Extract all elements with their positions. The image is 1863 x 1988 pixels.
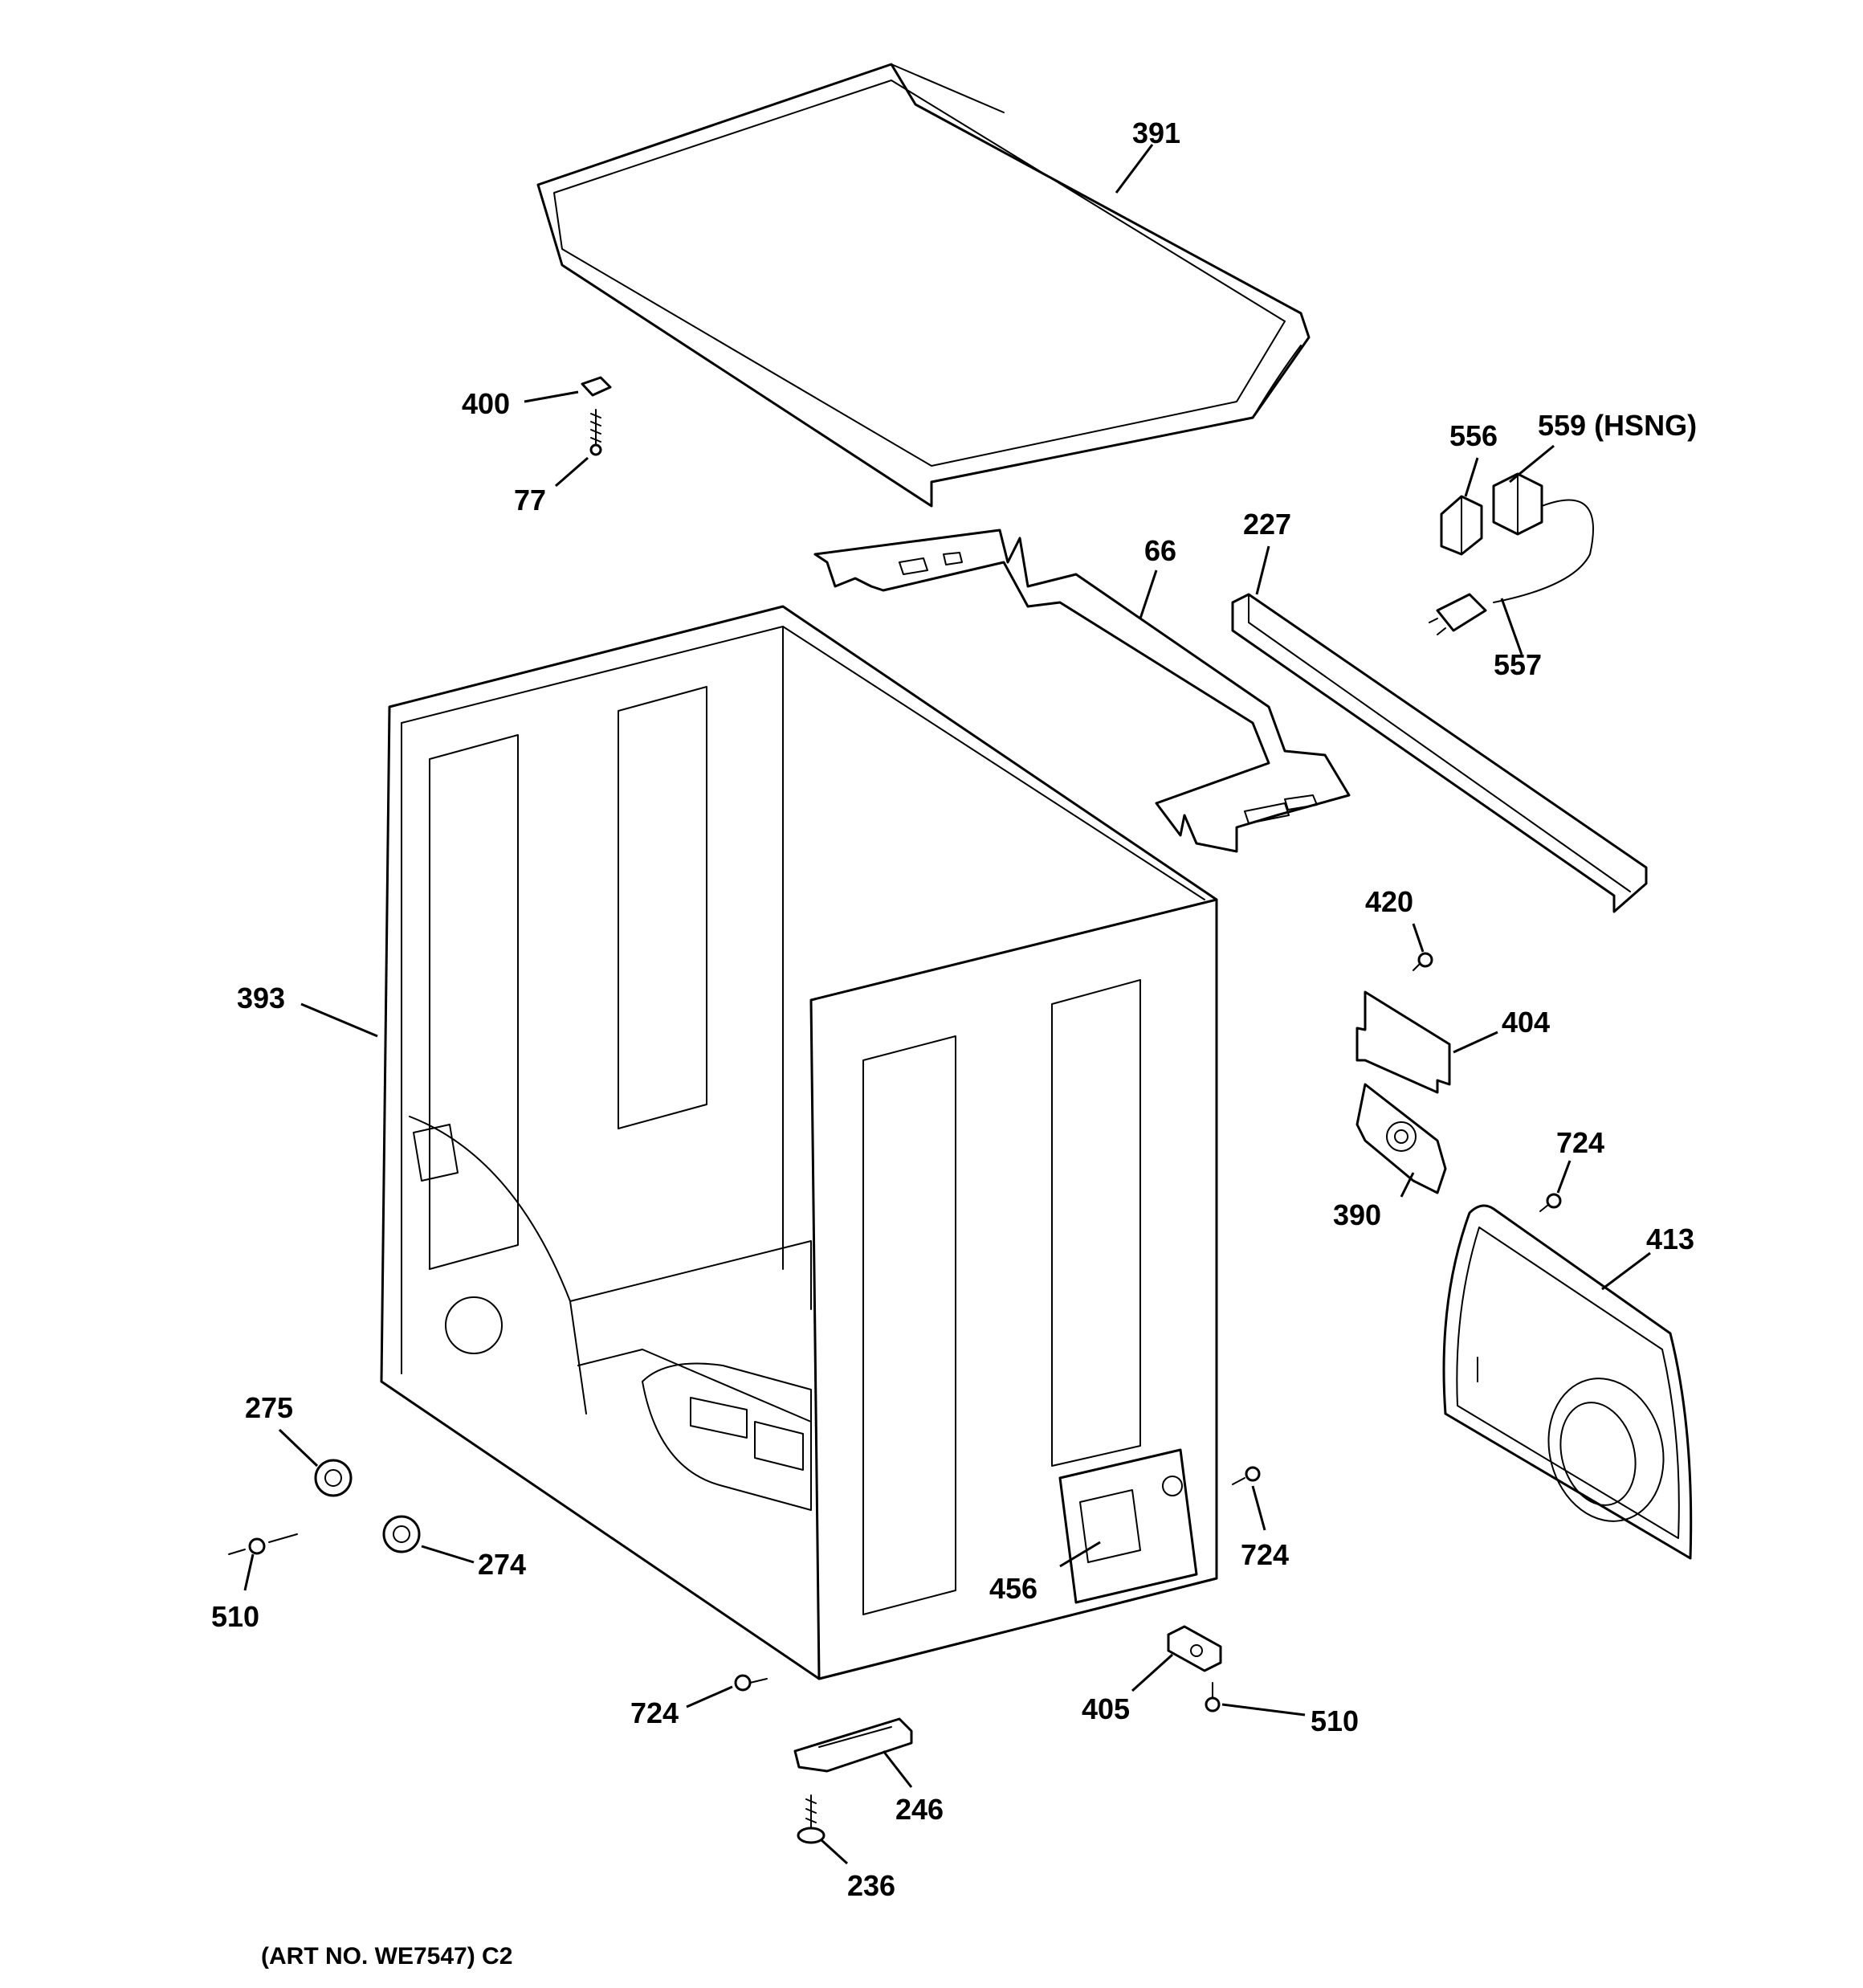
label-724-middle: 724 bbox=[1241, 1538, 1289, 1571]
label-77: 77 bbox=[514, 484, 546, 516]
cover-plate-404 bbox=[1355, 990, 1451, 1094]
label-510-left: 510 bbox=[211, 1600, 259, 1633]
label-390: 390 bbox=[1333, 1198, 1381, 1231]
label-400: 400 bbox=[462, 387, 510, 420]
label-275: 275 bbox=[245, 1391, 293, 1424]
label-456: 456 bbox=[989, 1572, 1037, 1605]
label-420: 420 bbox=[1365, 885, 1413, 918]
label-66: 66 bbox=[1144, 534, 1176, 567]
label-393: 393 bbox=[237, 982, 285, 1014]
connector-556 bbox=[1440, 495, 1483, 556]
label-413: 413 bbox=[1646, 1223, 1694, 1255]
label-557: 557 bbox=[1494, 648, 1542, 681]
screw-420 bbox=[1413, 952, 1433, 971]
front-panel-413 bbox=[1442, 1204, 1693, 1560]
label-559: 559 (HSNG) bbox=[1538, 409, 1697, 442]
leader-lines bbox=[243, 144, 1651, 1865]
clip-400 bbox=[581, 376, 612, 397]
rail-227 bbox=[1231, 593, 1648, 913]
label-246: 246 bbox=[895, 1793, 944, 1826]
art-number: (ART NO. WE7547) C2 bbox=[261, 1943, 512, 1970]
screw-724-bottom bbox=[734, 1674, 768, 1692]
cabinet-393 bbox=[380, 605, 1218, 1680]
roller-275 bbox=[314, 1459, 353, 1497]
bracket-246 bbox=[793, 1717, 913, 1773]
label-556: 556 bbox=[1449, 419, 1498, 452]
label-274: 274 bbox=[478, 1548, 526, 1581]
power-cord-557 bbox=[1429, 499, 1594, 635]
part-labels: 391 400 77 556 559 (HSNG) 227 66 557 420… bbox=[211, 116, 1697, 1902]
label-510-right: 510 bbox=[1311, 1704, 1359, 1737]
leveling-leg-236 bbox=[797, 1794, 826, 1844]
bracket-405 bbox=[1167, 1625, 1222, 1672]
housing-559 bbox=[1492, 472, 1543, 536]
screw-77 bbox=[589, 409, 602, 456]
screw-510-left bbox=[228, 1533, 298, 1555]
label-391: 391 bbox=[1132, 116, 1180, 149]
screw-510-right bbox=[1205, 1682, 1221, 1712]
label-227: 227 bbox=[1243, 508, 1291, 541]
label-236: 236 bbox=[847, 1869, 895, 1902]
label-724-upper: 724 bbox=[1556, 1126, 1604, 1159]
bracket-390 bbox=[1355, 1083, 1447, 1194]
label-404: 404 bbox=[1502, 1006, 1550, 1039]
screw-724-upper bbox=[1539, 1193, 1562, 1212]
top-panel-391 bbox=[536, 63, 1311, 508]
bracket-66 bbox=[813, 529, 1351, 853]
roller-274 bbox=[382, 1515, 421, 1553]
label-724-bottom: 724 bbox=[630, 1696, 679, 1729]
label-405: 405 bbox=[1082, 1692, 1130, 1725]
screw-724-middle bbox=[1232, 1466, 1261, 1485]
